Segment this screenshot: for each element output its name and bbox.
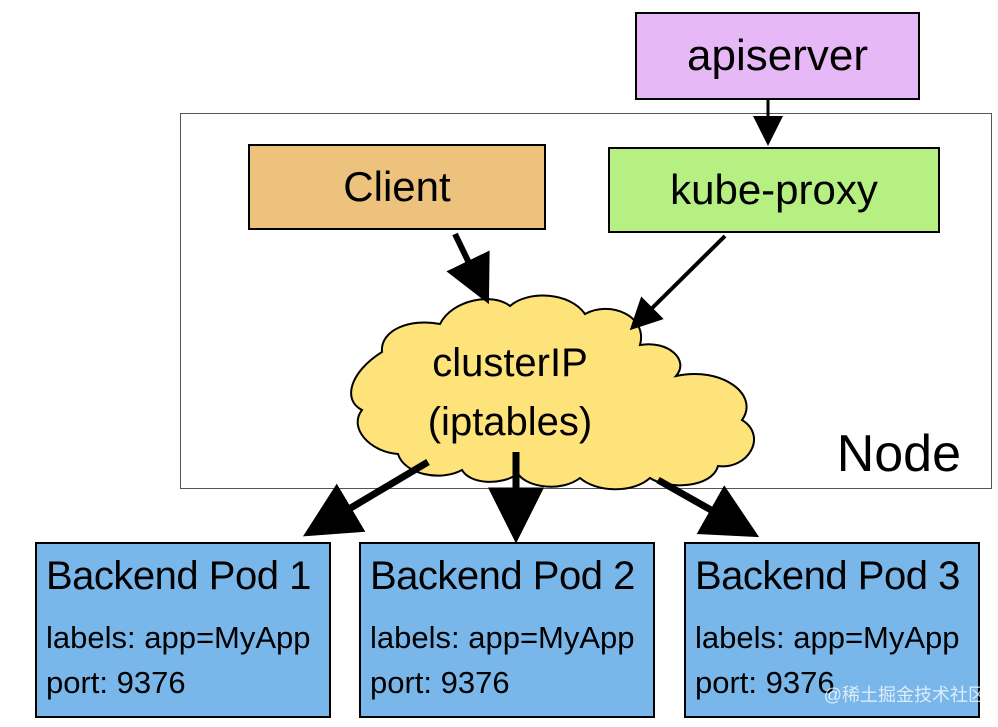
- kube-proxy-box: kube-proxy: [608, 147, 940, 233]
- pod-port: port: 9376: [370, 665, 510, 700]
- pod-title: Backend Pod 3: [695, 554, 960, 598]
- pod-title: Backend Pod 1: [46, 554, 311, 598]
- node-frame: Node: [180, 113, 992, 489]
- backend-pod-3: Backend Pod 3 labels: app=MyApp port: 93…: [684, 542, 980, 718]
- apiserver-box: apiserver: [635, 12, 920, 100]
- arrow-cluster-ip-to-pod-3: [656, 476, 760, 538]
- arrow-cluster-ip-to-pod-1: [302, 458, 430, 537]
- pod-labels: labels: app=MyApp: [370, 620, 635, 655]
- arrow-client-to-cluster-ip: [446, 232, 490, 305]
- apiserver-label: apiserver: [687, 31, 868, 80]
- node-label: Node: [836, 425, 961, 483]
- pod-labels: labels: app=MyApp: [46, 620, 311, 655]
- arrow-kube-proxy-to-cluster-ip: [629, 234, 727, 331]
- client-label: Client: [343, 163, 451, 210]
- cluster-ip-subtitle: (iptables): [427, 400, 593, 444]
- cluster-ip-title: clusterIP: [432, 341, 588, 385]
- cluster-ip-cloud: [350, 294, 755, 491]
- backend-pod-1: Backend Pod 1 labels: app=MyApp port: 93…: [35, 542, 331, 718]
- pod-port: port: 9376: [46, 665, 186, 700]
- kube-proxy-label: kube-proxy: [670, 166, 878, 213]
- pod-port: port: 9376: [695, 665, 835, 700]
- client-box: Client: [248, 144, 546, 230]
- watermark-text: @稀土掘金技术社区: [823, 685, 986, 705]
- pod-title: Backend Pod 2: [370, 554, 635, 598]
- pod-labels: labels: app=MyApp: [695, 620, 960, 655]
- backend-pod-2: Backend Pod 2 labels: app=MyApp port: 93…: [359, 542, 655, 718]
